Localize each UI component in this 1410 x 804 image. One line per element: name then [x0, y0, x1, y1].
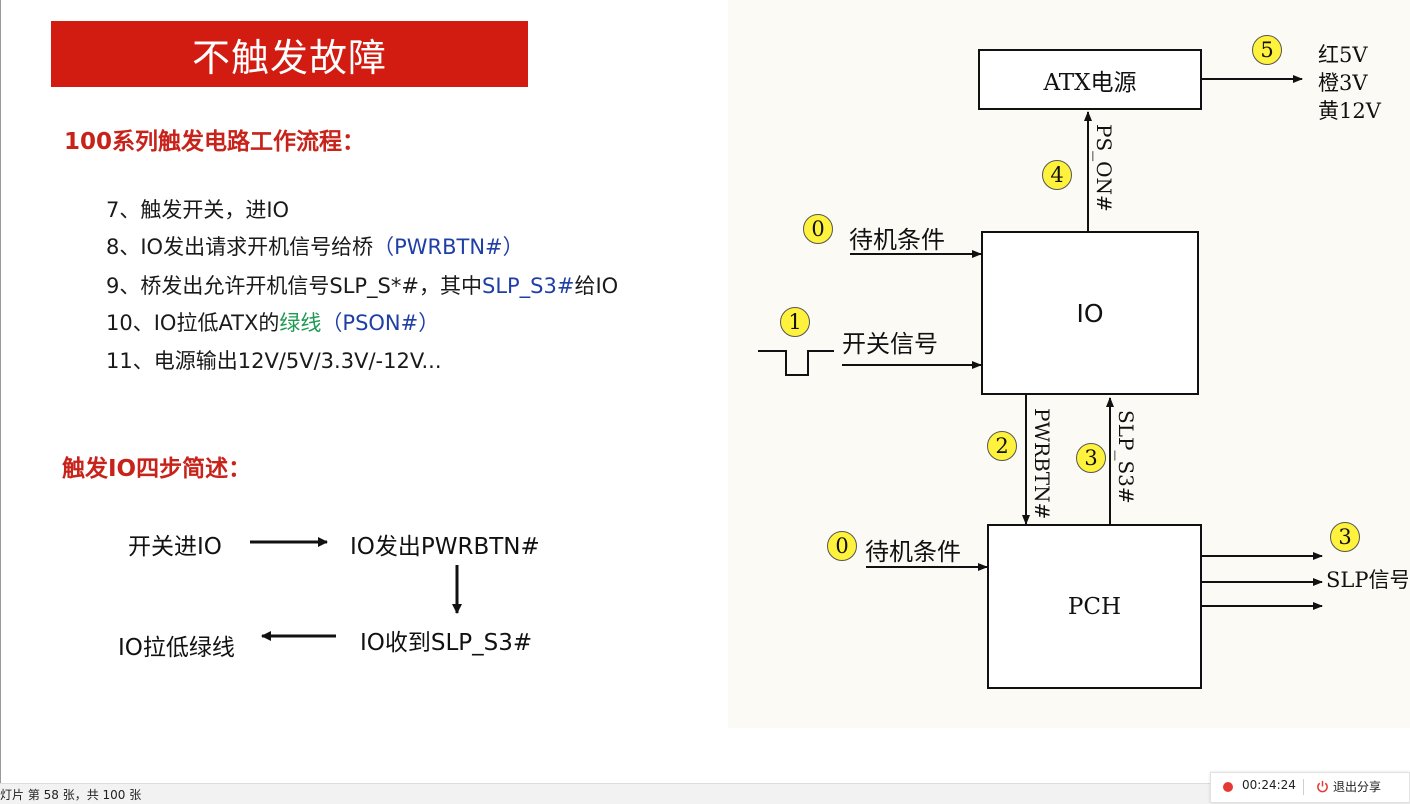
step-9-text: 9、桥发出允许开机信号SLP_S*#，其中 [106, 274, 482, 298]
power-icon [1317, 780, 1328, 792]
flow-step-io-sends-pwrbtn: IO发出PWRBTN# [350, 534, 540, 560]
marker-1: 1 [780, 307, 810, 337]
atx-output-list: 红5V 橙3V 黄12V [1318, 41, 1381, 125]
standby-condition-io-label: 待机条件 [849, 226, 945, 254]
marker-3: 3 [1076, 443, 1106, 473]
diagram-lines [758, 75, 1323, 610]
exit-share-label: 退出分享 [1333, 779, 1382, 794]
marker-3-slp: 3 [1330, 522, 1360, 552]
slide-title: 不触发故障 [51, 21, 528, 87]
flow-arrows [250, 537, 462, 641]
atx-power-box: ATX电源 [978, 49, 1202, 110]
step-8-text: 8、IO发出请求开机信号给桥 [106, 235, 374, 259]
slide-title-text: 不触发故障 [191, 35, 387, 80]
section-heading-workflow: 100系列触发电路工作流程： [64, 129, 366, 155]
step-7: 7、触发开关，进IO [106, 198, 290, 222]
step-10-signal: （PSON#） [321, 311, 440, 335]
step-9: 9、桥发出允许开机信号SLP_S*#，其中SLP_S3#给IO [106, 270, 618, 300]
io-chip-box: IO [981, 231, 1199, 395]
marker-4: 4 [1042, 160, 1072, 190]
marker-0-io: 0 [803, 214, 833, 244]
ps-on-label: PS_ON# [1092, 124, 1116, 212]
step-8-signal: （PWRBTN#） [373, 235, 524, 259]
slp-s3-label: SLP_S3# [1114, 410, 1138, 504]
flow-step-switch-to-io: 开关进IO [128, 534, 222, 560]
recording-dot-icon [1223, 782, 1233, 792]
circuit-diagram: ATX电源 IO PCH 5 红5V 橙3V 黄12V 4 PS_ON# 0 待… [728, 0, 1410, 728]
switch-pulse-waveform [758, 350, 834, 376]
marker-5: 5 [1252, 35, 1282, 65]
slide-counter: 灯片 第 58 张，共 100 张 [0, 788, 142, 802]
output-yellow-12v: 黄12V [1318, 99, 1381, 123]
status-bar [0, 783, 1410, 804]
slp-signal-label: SLP信号 [1326, 568, 1408, 592]
step-10-text: 10、IO拉低ATX的 [106, 311, 280, 335]
step-9-signal: SLP_S3# [481, 274, 575, 298]
section-heading-four-steps: 触发IO四步简述： [62, 456, 252, 482]
step-11: 11、电源输出12V/5V/3.3V/-12V... [106, 349, 442, 373]
flow-step-io-pulls-green: IO拉低绿线 [118, 635, 235, 661]
window-left-edge [0, 0, 1, 783]
step-8: 8、IO发出请求开机信号给桥（PWRBTN#） [106, 231, 524, 261]
marker-0-pch: 0 [827, 531, 857, 561]
pch-chip-box: PCH [987, 524, 1202, 689]
output-red-5v: 红5V [1318, 43, 1368, 67]
marker-2: 2 [987, 431, 1017, 461]
pwrbtn-label: PWRBTN# [1030, 408, 1054, 520]
step-10: 10、IO拉低ATX的绿线（PSON#） [106, 307, 439, 337]
standby-condition-pch-label: 待机条件 [865, 538, 961, 566]
share-timer: 00:24:24 [1242, 778, 1296, 792]
exit-share-button[interactable]: 退出分享 [1316, 776, 1381, 796]
step-9-suffix: 给IO [574, 274, 619, 298]
step-10-green-wire: 绿线 [279, 311, 322, 335]
output-orange-3v: 橙3V [1318, 71, 1368, 95]
flow-step-io-receives-slp-s3: IO收到SLP_S3# [360, 630, 533, 656]
switch-signal-label: 开关信号 [842, 330, 938, 358]
panel-divider [1303, 779, 1304, 795]
